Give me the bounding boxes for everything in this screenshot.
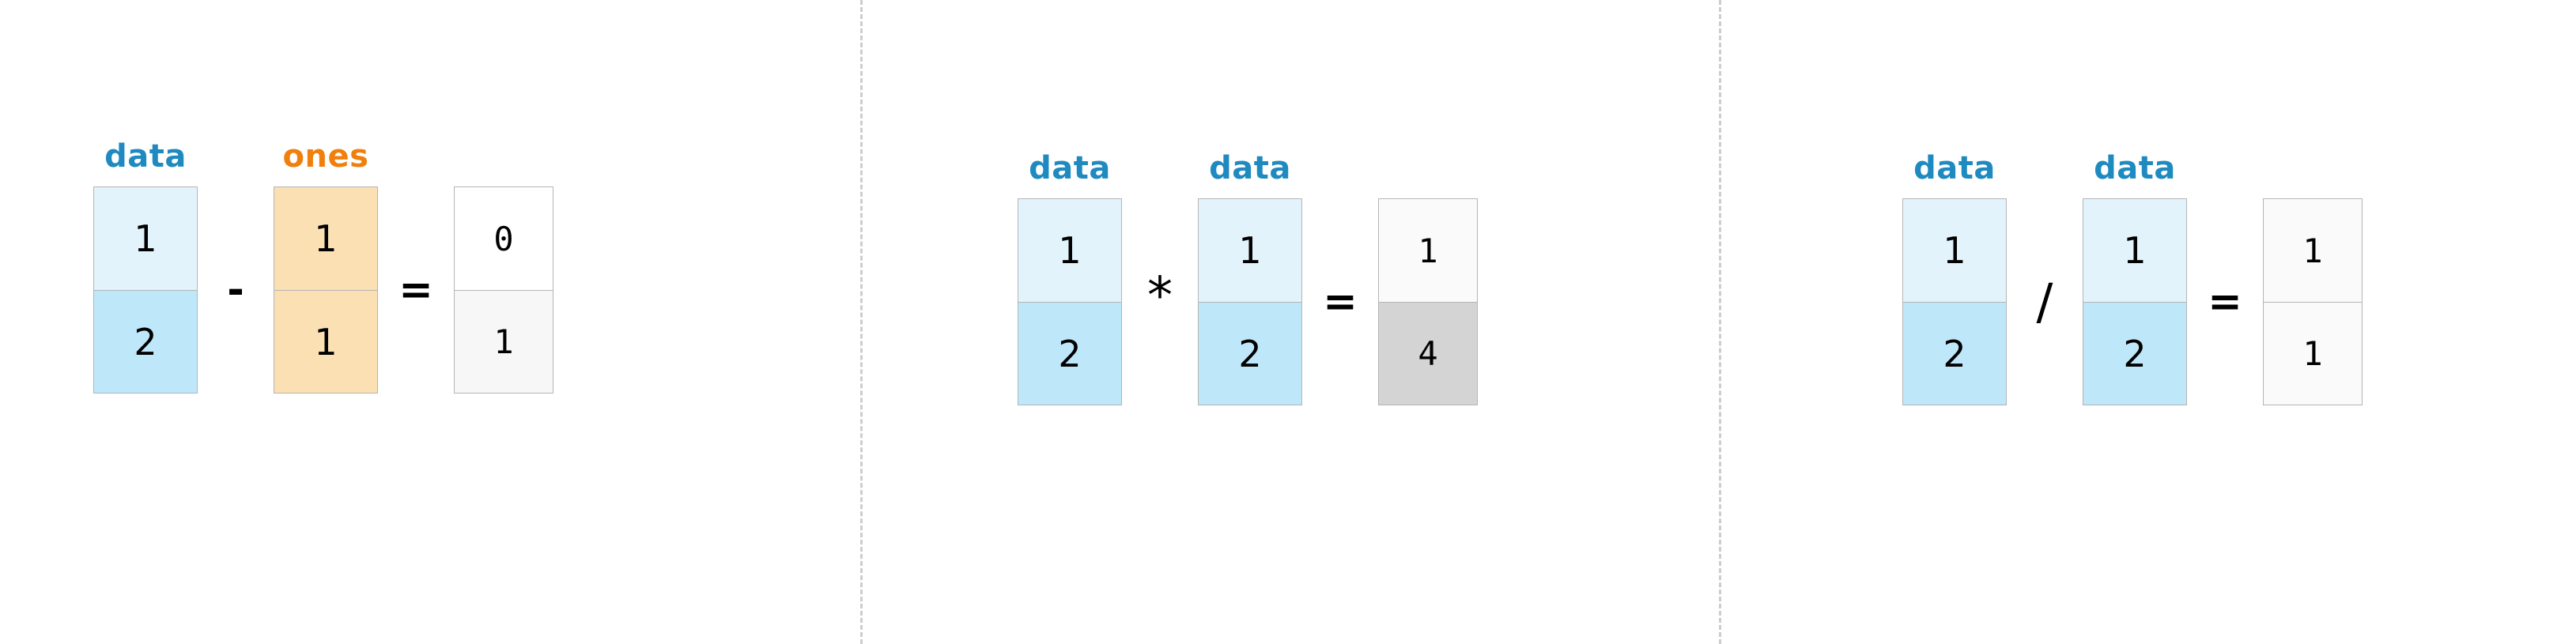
array-cell: 1 <box>455 290 553 393</box>
equals-operator: = <box>398 266 433 314</box>
array-group-data-2: data 1 2 <box>2083 153 2187 405</box>
array-cell: 1 <box>2264 302 2362 405</box>
array-label-data: data <box>2094 150 2176 186</box>
array-label-data: data <box>1209 150 1291 186</box>
array-cells-data: 1 2 <box>93 186 198 394</box>
equals-operator: = <box>1323 278 1358 326</box>
array-cell: 1 <box>1199 199 1301 302</box>
array-group-result: 0 1 <box>454 141 553 394</box>
array-cell: 1 <box>2083 199 2186 302</box>
array-label-data: data <box>1913 150 1996 186</box>
array-cell: 2 <box>94 290 197 393</box>
array-cell: 1 <box>2264 199 2362 302</box>
array-cell: 0 <box>455 187 553 290</box>
array-cells-ones: 1 1 <box>274 186 378 394</box>
array-group-result: 1 4 <box>1378 153 1478 405</box>
array-cell: 4 <box>1379 302 1477 405</box>
minus-operator: - <box>227 266 244 314</box>
array-cells-data-2: 1 2 <box>1198 198 1302 405</box>
array-cell: 1 <box>94 187 197 290</box>
array-cell: 2 <box>1018 302 1121 405</box>
array-cell: 2 <box>1903 302 2006 405</box>
array-label-data: data <box>104 138 187 175</box>
array-cell: 1 <box>274 290 377 393</box>
array-label-ones: ones <box>282 138 369 175</box>
panel-divider-1 <box>860 0 863 644</box>
array-cells-result: 0 1 <box>454 186 553 394</box>
array-group-data: data 1 2 <box>1018 153 1122 405</box>
array-group-data-2: data 1 2 <box>1198 153 1302 405</box>
equation-multiplication: data 1 2 * data 1 2 = 1 4 <box>1018 153 1478 405</box>
array-cells-result: 1 1 <box>2263 198 2363 405</box>
equals-operator: = <box>2208 278 2242 326</box>
array-cell: 2 <box>2083 302 2186 405</box>
slash-operator: / <box>2036 273 2053 330</box>
array-cell: 1 <box>1018 199 1121 302</box>
array-cells-data: 1 2 <box>1018 198 1122 405</box>
array-cell: 1 <box>274 187 377 290</box>
equation-division: data 1 2 / data 1 2 = 1 1 <box>1902 153 2363 405</box>
panel-divider-2 <box>1719 0 1721 644</box>
array-cell: 1 <box>1903 199 2006 302</box>
equation-subtraction: data 1 2 - ones 1 1 = 0 1 <box>93 141 553 394</box>
array-cells-result: 1 4 <box>1378 198 1478 405</box>
array-cells-data-2: 1 2 <box>2083 198 2187 405</box>
array-cell: 2 <box>1199 302 1301 405</box>
array-cell: 1 <box>1379 199 1477 302</box>
array-cells-data: 1 2 <box>1902 198 2007 405</box>
asterisk-operator: * <box>1147 267 1173 326</box>
array-group-data: data 1 2 <box>93 141 198 394</box>
array-group-data: data 1 2 <box>1902 153 2007 405</box>
array-group-ones: ones 1 1 <box>274 141 378 394</box>
array-group-result: 1 1 <box>2263 153 2363 405</box>
array-label-data: data <box>1029 150 1111 186</box>
